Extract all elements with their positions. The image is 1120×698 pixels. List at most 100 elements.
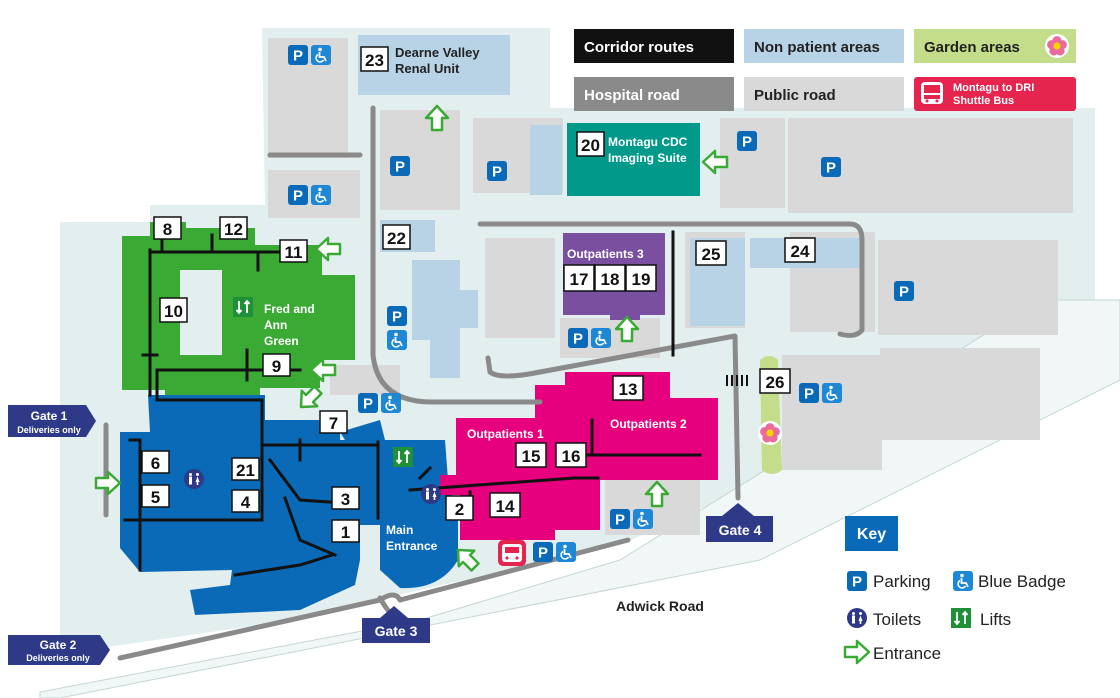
blue-badge-icon [952,570,974,592]
svg-text:6: 6 [151,454,160,473]
cdc-label-line1: Montagu CDC [608,135,688,149]
marker-7[interactable]: 7 [319,410,348,434]
marker-20[interactable]: 20 [576,131,605,157]
svg-text:26: 26 [766,373,785,392]
parking-icon [387,306,407,326]
key-toilets-label: Toilets [873,610,921,629]
bus-icon [498,540,526,566]
svg-text:25: 25 [702,245,721,264]
svg-text:Gate 3: Gate 3 [375,623,418,639]
fred-label-line3: Green [264,334,299,348]
marker-25[interactable]: 25 [695,240,727,266]
blue-badge-icon [386,329,408,351]
marker-22[interactable]: 22 [382,224,411,250]
blue-badge-icon [821,382,843,404]
legend-hospital-road-label: Hospital road [584,87,680,104]
svg-text:12: 12 [224,220,243,239]
svg-text:1: 1 [341,523,350,542]
outpatients-2-label: Outpatients 2 [610,417,687,431]
blue-badge-icon [632,508,654,530]
marker-14[interactable]: 14 [489,492,521,518]
svg-text:15: 15 [522,447,541,466]
svg-text:Deliveries only: Deliveries only [17,425,81,435]
adwick-road-label: Adwick Road [616,598,704,614]
legend-shuttle-line2: Shuttle Bus [953,95,1014,107]
svg-text:Gate 4: Gate 4 [719,522,762,538]
corridor-routes [123,230,702,577]
bus-icon [921,82,943,104]
svg-text:24: 24 [791,242,810,261]
marker-26[interactable]: 26 [759,368,791,394]
marker-24[interactable]: 24 [784,237,816,263]
parking-icon [288,185,308,205]
marker-15[interactable]: 15 [515,442,547,468]
svg-text:Gate 2: Gate 2 [40,638,77,652]
marker-5[interactable]: 5 [141,484,170,508]
entrance-arrow-icon [843,639,871,665]
marker-17[interactable]: 17 [563,264,595,292]
key-parking-label: Parking [873,572,931,591]
marker-8[interactable]: 8 [153,216,182,240]
marker-16[interactable]: 16 [555,442,587,468]
gate-1: Gate 1 Deliveries only [8,405,96,437]
parking-icon [610,509,630,529]
hospital-roads [103,105,865,661]
parking-icon [894,281,914,301]
main-entrance-label-line2: Entrance [386,539,438,553]
adwick-road-band [39,299,1120,698]
marker-4[interactable]: 4 [231,489,260,513]
gate-2: Gate 2 Deliveries only [8,635,110,665]
blue-badge-icon [555,541,577,563]
parking-icon [821,157,841,177]
marker-2[interactable]: 2 [445,495,474,521]
svg-text:23: 23 [365,51,384,70]
marker-21[interactable]: 21 [231,457,260,481]
marker-10[interactable]: 10 [159,297,188,323]
legend-public-road-label: Public road [754,87,836,104]
parking-icon [568,328,588,348]
legend-shuttle-line1: Montagu to DRI [953,82,1034,94]
blue-badge-icon [310,184,332,206]
barrier-icon [726,375,748,386]
svg-text:18: 18 [601,270,620,289]
key-blue-badge-label: Blue Badge [978,572,1066,591]
marker-13[interactable]: 13 [612,375,644,401]
marker-1[interactable]: 1 [331,519,360,543]
legend-non-patient-swatch [744,29,904,63]
gate-4: Gate 4 [706,503,773,542]
svg-text:Gate 1: Gate 1 [31,409,68,423]
marker-3[interactable]: 3 [331,486,360,510]
marker-11[interactable]: 11 [279,239,308,263]
svg-text:10: 10 [164,302,183,321]
blue-badge-icon [590,327,612,349]
main-entrance-label-line1: Main [386,523,413,537]
parking-icon [799,383,819,403]
key-entrance-label: Entrance [873,644,941,663]
lifts-icon [392,446,414,468]
toilets-icon [847,608,867,628]
key-lifts-label: Lifts [980,610,1011,629]
marker-12[interactable]: 12 [219,216,248,240]
svg-text:22: 22 [387,229,406,248]
marker-19[interactable]: 19 [625,264,657,292]
marker-6[interactable]: 6 [141,450,170,474]
svg-text:17: 17 [570,270,589,289]
key-title: Key [857,526,886,543]
lifts-icon [232,296,254,318]
dearne-valley-label: Dearne Valley [395,45,480,60]
parking-icon [533,542,553,562]
blue-badge-icon [380,392,402,414]
fred-label-line2: Ann [264,318,287,332]
parking-icon [487,161,507,181]
svg-text:3: 3 [341,490,350,509]
legend-corridor-swatch [574,29,734,63]
toilets-icon [184,469,204,489]
legend-public-road-swatch [744,77,904,111]
svg-text:4: 4 [241,493,251,512]
marker-23[interactable]: 23 [360,46,389,72]
gate-3: Gate 3 [362,606,430,643]
marker-18[interactable]: 18 [594,264,626,292]
marker-9[interactable]: 9 [262,353,291,377]
parking-icon [358,393,378,413]
